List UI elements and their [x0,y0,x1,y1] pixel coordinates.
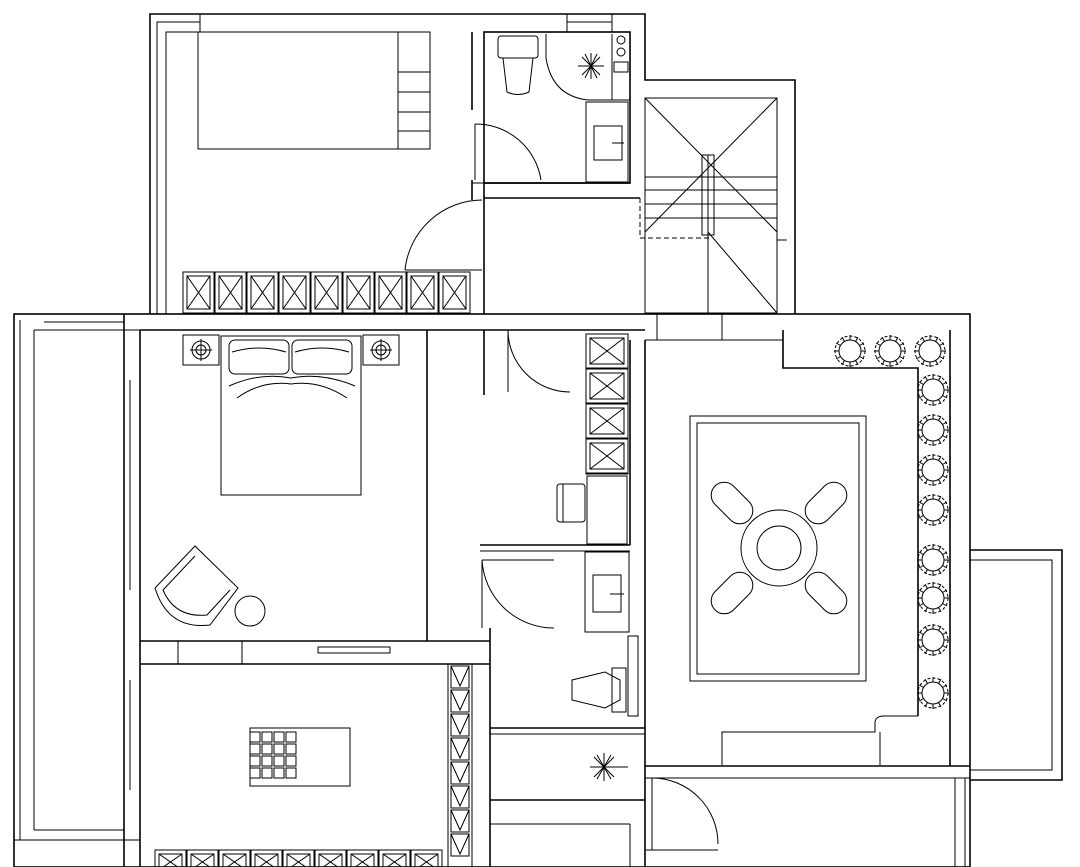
armchair-icon [154,545,239,627]
wardrobe-unit [450,665,470,689]
wardrobe-unit [410,849,443,867]
wardrobe-unit [450,713,470,737]
dining-table-icon [689,415,867,682]
main-floor-walls [13,313,971,867]
wardrobe-icon [447,663,473,867]
wardrobe-unit [450,809,470,833]
door-swing-icon [646,777,719,851]
shower-icon [545,34,630,101]
wardrobe-icon [182,271,471,314]
planter-unit [914,335,946,367]
upper-bathroom [474,31,631,184]
desk-icon [249,727,351,787]
wardrobe-unit [450,737,470,761]
counter [721,715,918,765]
planter-unit [917,624,949,656]
wardrobe-unit [278,271,311,314]
upper-bedroom [149,13,796,314]
chair-icon [556,483,586,523]
door-swing-icon [507,329,571,393]
bed-icon [197,31,431,150]
wardrobe-unit [406,271,439,314]
wardrobe-unit [374,271,407,314]
planter-unit [917,454,949,486]
planter-unit [917,582,949,614]
master-bedroom [154,329,629,627]
planter-unit [834,335,866,367]
planter-unit [917,374,949,406]
toilet-icon [571,635,639,717]
toilet-icon [497,35,539,95]
lower-bathroom [481,551,639,717]
wardrobe-unit [342,271,375,314]
lamp-icon [362,334,400,366]
floor-drain-icon [590,753,628,781]
door-swing-icon [404,199,483,271]
wardrobe-icon [154,849,443,867]
study [154,663,473,867]
planter-unit [917,677,949,709]
planter-unit [917,494,949,526]
wardrobe-unit [585,368,629,404]
wardrobe-unit [186,849,219,867]
side-table-icon [234,595,266,627]
wardrobe-unit [450,761,470,785]
wardrobe-unit [250,849,283,867]
door-swing-icon [481,559,555,629]
wardrobe-unit [450,785,470,809]
left-balcony [14,320,140,841]
wardrobe-icon [585,333,629,475]
stairwell [639,97,787,314]
wardrobe-unit [310,271,343,314]
lamp-icon [182,334,220,366]
door-swing-icon [474,123,542,181]
dining-room [646,335,949,851]
wardrobe-unit [438,271,471,314]
wardrobe-unit [214,271,247,314]
wardrobe-unit [218,849,251,867]
planter-icon [834,335,949,709]
desk-icon [586,475,628,545]
wardrobe-unit [314,849,347,867]
wardrobe-unit [378,849,411,867]
wardrobe-unit [450,833,470,857]
upper-bedroom-walls [149,13,796,314]
wardrobe-unit [282,849,315,867]
wardrobe-unit [450,689,470,713]
wardrobe-unit [182,271,215,314]
wardrobe-unit [585,333,629,369]
bed-icon [220,335,362,496]
planter-unit [917,544,949,576]
utility-room [590,753,628,781]
wardrobe-unit [346,849,379,867]
wardrobe-unit [246,271,279,314]
wardrobe-unit [585,403,629,439]
sink-icon [585,101,629,183]
chair-icon [710,481,848,615]
wardrobe-unit [585,438,629,474]
right-balcony [954,549,1063,867]
planter-unit [917,414,949,446]
floor-drain-icon [578,53,604,79]
wardrobe-unit [154,849,187,867]
sink-icon [584,551,630,633]
planter-unit [874,335,906,367]
